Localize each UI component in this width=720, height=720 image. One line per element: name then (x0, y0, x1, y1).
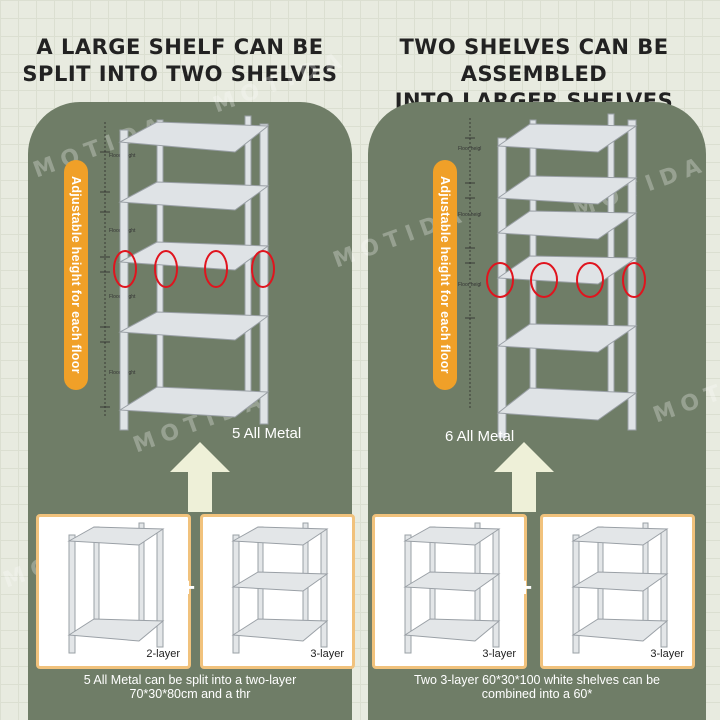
left-metal-label: 5 All Metal (232, 425, 302, 442)
right-heading-line1: TWO SHELVES CAN BE ASSEMBLED (399, 35, 669, 86)
left-heading: A LARGE SHELF CAN BE SPLIT INTO TWO SHEL… (10, 34, 350, 88)
left-heading-line2: SPLIT INTO TWO SHELVES (22, 62, 338, 86)
floor-height-label: Floor heigl (458, 146, 481, 152)
card-right-3-layer-b: 3-layer (540, 514, 695, 669)
card-left-2-layer: 2-layer (36, 514, 191, 669)
floor-height-label: Floor heigl (458, 212, 481, 218)
card-label: 3-layer (482, 648, 516, 660)
three-layer-shelf-image (403, 522, 501, 654)
right-caption-line2: combined into a 60* (481, 687, 593, 701)
plus-icon: + (180, 572, 196, 602)
left-large-shelf: Floor height Floor height Floor height F… (100, 115, 275, 431)
floor-height-label: Floor heigl (458, 282, 481, 288)
right-assembled-shelf: Floor heigl Floor heigl Floor heigl (458, 113, 646, 439)
adjustable-height-label: Adjustable height for each floor (69, 176, 83, 374)
card-left-3-layer: 3-layer (200, 514, 355, 669)
right-caption-line1: Two 3-layer 60*30*100 white shelves can … (414, 673, 660, 687)
right-caption: Two 3-layer 60*30*100 white shelves can … (368, 673, 706, 701)
left-caption: 5 All Metal can be split into a two-laye… (30, 673, 350, 701)
card-label: 2-layer (146, 648, 180, 660)
plus-icon: + (517, 572, 533, 602)
left-caption-line2: 70*30*80cm and a thr (129, 687, 251, 701)
adjustable-height-label: Adjustable height for each floor (438, 176, 452, 374)
up-arrow-icon (170, 442, 230, 512)
three-layer-shelf-image (231, 522, 329, 654)
left-caption-line1: 5 All Metal can be split into a two-laye… (83, 673, 297, 687)
two-layer-shelf-image (67, 522, 165, 654)
right-metal-label: 6 All Metal (445, 428, 515, 445)
card-right-3-layer-a: 3-layer (372, 514, 527, 669)
up-arrow-icon (494, 442, 554, 512)
card-label: 3-layer (650, 648, 684, 660)
card-label: 3-layer (310, 648, 344, 660)
three-layer-shelf-image (571, 522, 669, 654)
adjustable-height-tag-right: Adjustable height for each floor (433, 160, 457, 390)
adjustable-height-tag-left: Adjustable height for each floor (64, 160, 88, 390)
left-heading-line1: A LARGE SHELF CAN BE (36, 35, 324, 59)
